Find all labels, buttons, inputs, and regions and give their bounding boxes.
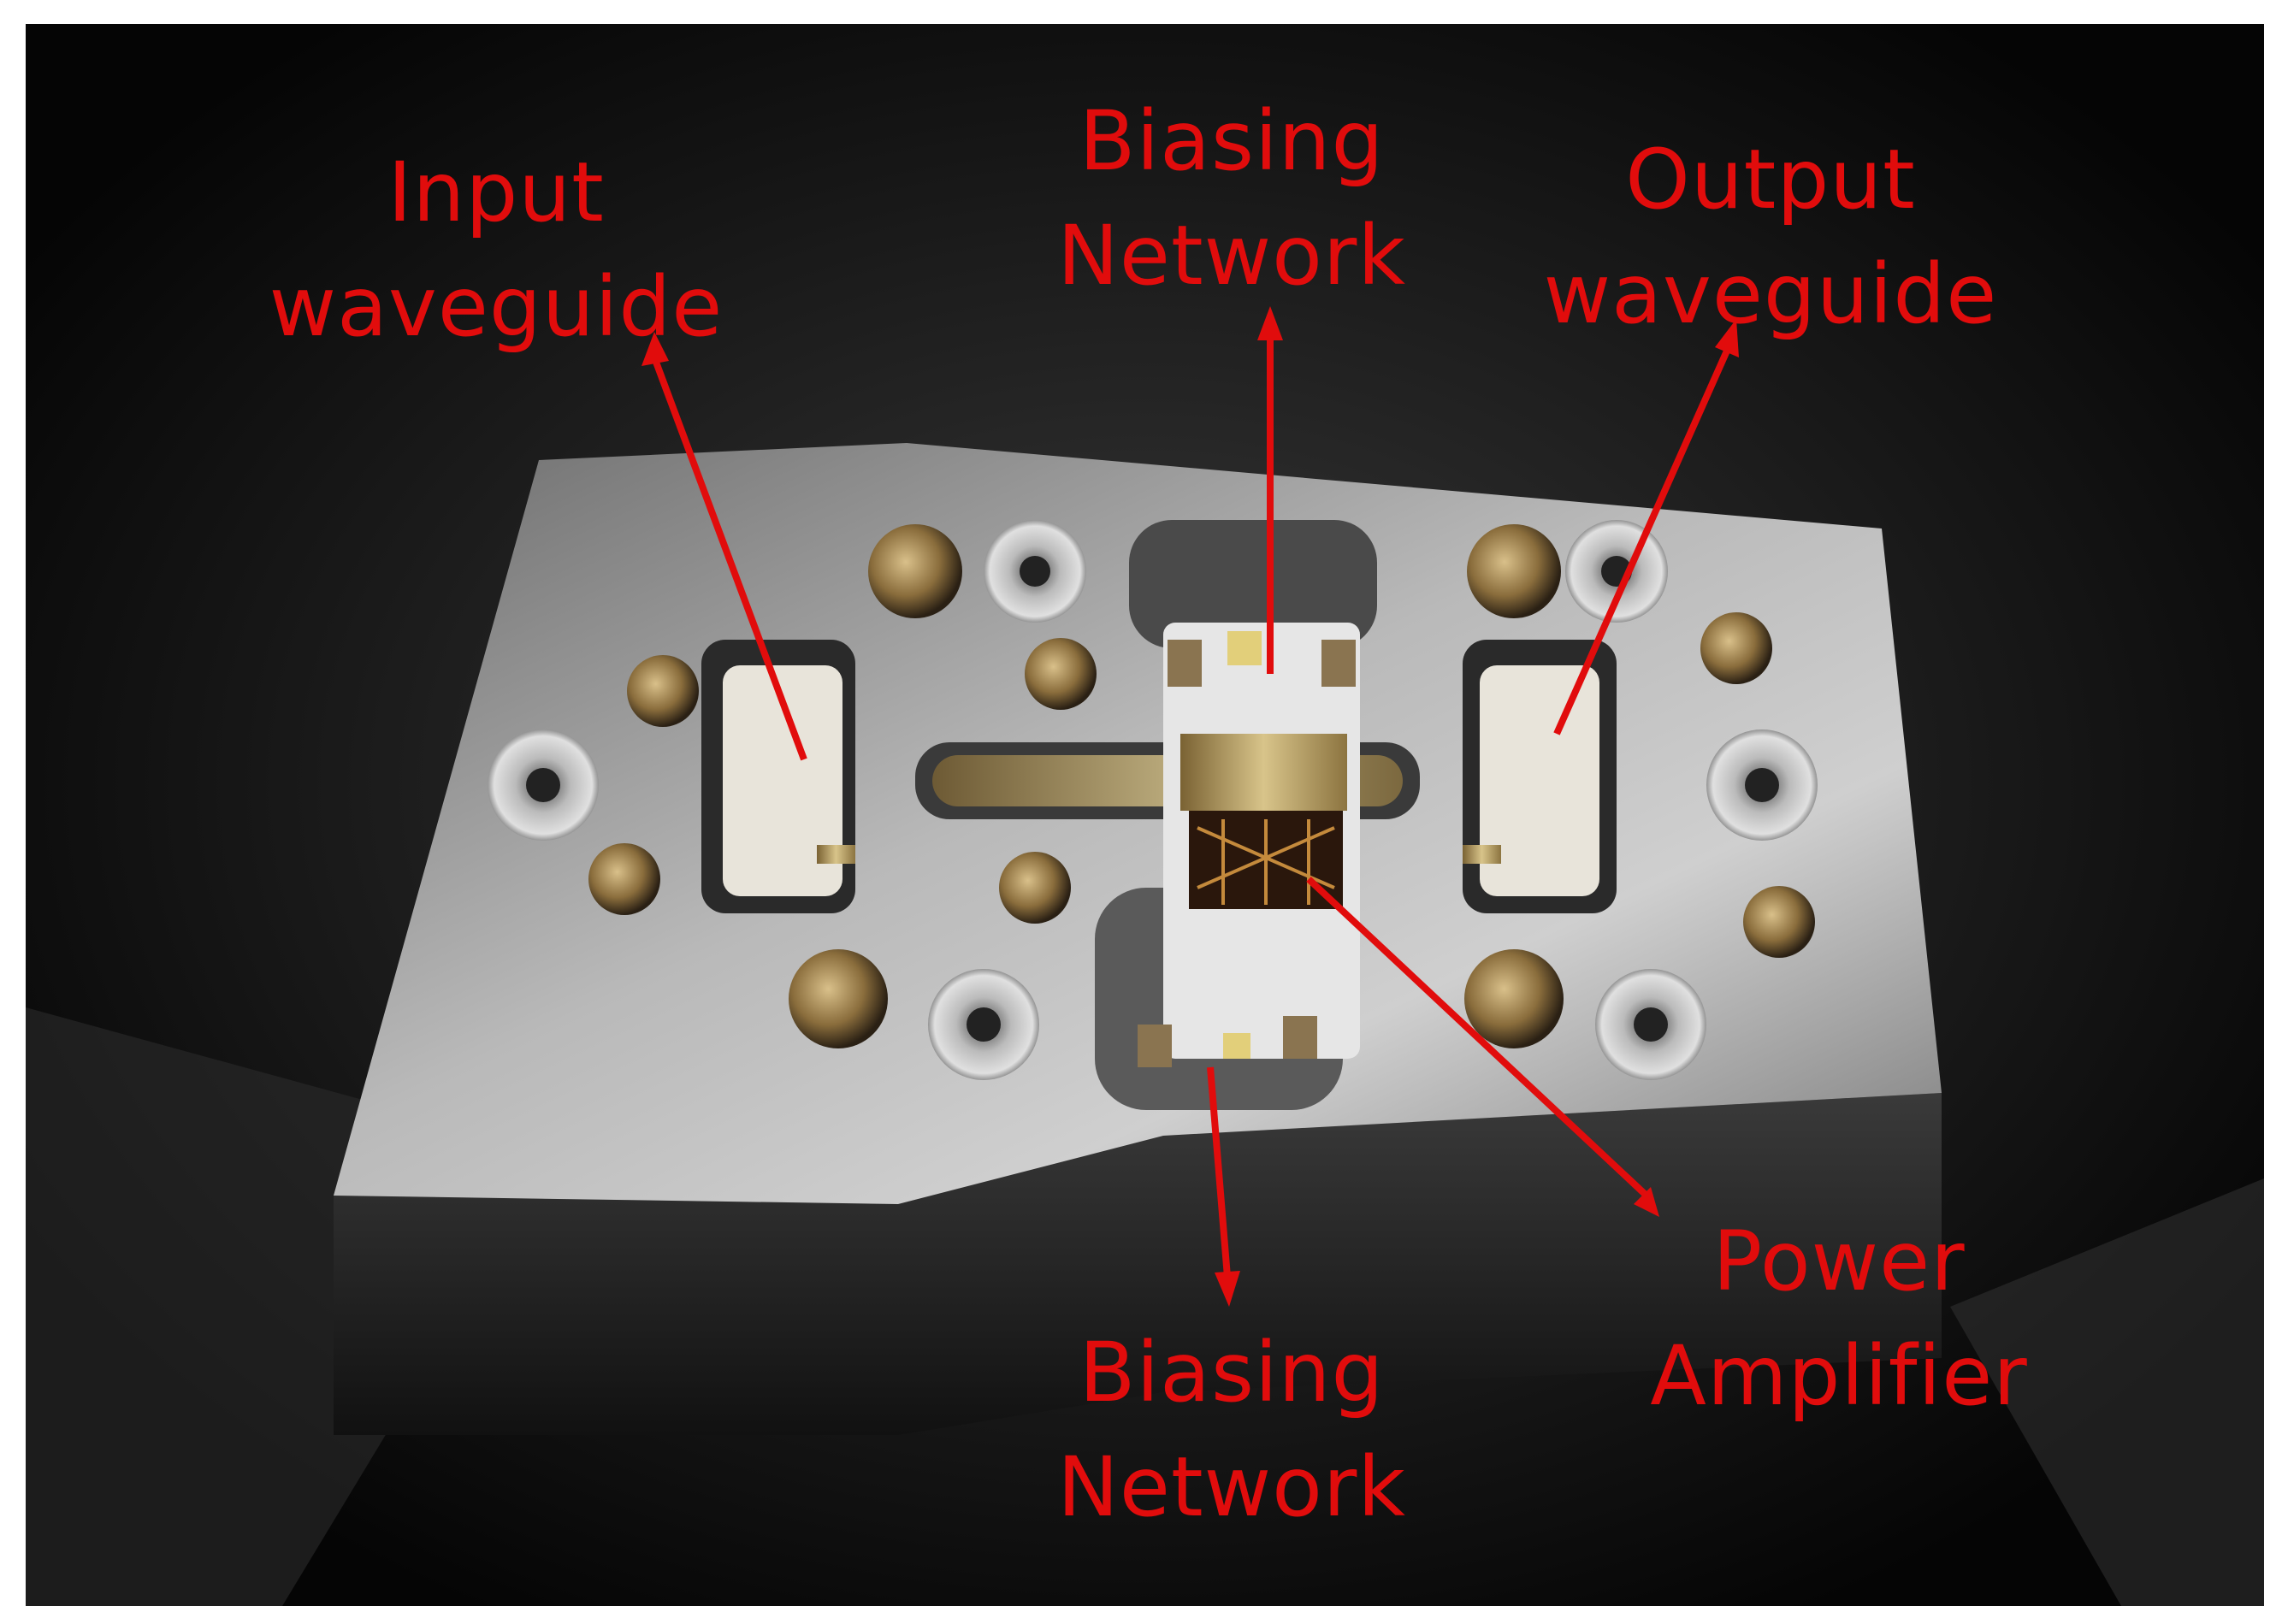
- biasing-network-bottom-label-line2: Network: [1057, 1439, 1406, 1535]
- power-amplifier-label: Power Amplifier: [1599, 1204, 2078, 1433]
- biasing-network-bottom-label: Biasing Network: [992, 1315, 1471, 1544]
- annotation-arrows: [641, 306, 1739, 1307]
- output-waveguide-label: Output waveguide: [1531, 122, 2010, 351]
- input-waveguide-label-line1: Input: [387, 145, 605, 240]
- screws: [488, 520, 1818, 1080]
- mounting-holes: [588, 524, 1815, 1048]
- output-waveguide-label-line1: Output: [1625, 132, 1916, 227]
- input-waveguide-label-line2: waveguide: [269, 259, 724, 355]
- power-amplifier-label-line2: Amplifier: [1650, 1328, 2028, 1424]
- amplifier-module-illustration: [26, 24, 2264, 1606]
- biasing-network-bottom-label-line1: Biasing: [1079, 1325, 1385, 1420]
- biasing-network-top-label: Biasing Network: [992, 84, 1471, 313]
- biasing-network-top-label-line1: Biasing: [1079, 93, 1385, 189]
- input-waveguide-label: Input waveguide: [257, 135, 736, 364]
- device-photo: Input waveguide Biasing Network Output w…: [26, 24, 2264, 1606]
- biasing-network-top-label-line2: Network: [1057, 208, 1406, 304]
- output-waveguide-label-line2: waveguide: [1543, 246, 1998, 342]
- power-amplifier-label-line1: Power: [1712, 1214, 1966, 1309]
